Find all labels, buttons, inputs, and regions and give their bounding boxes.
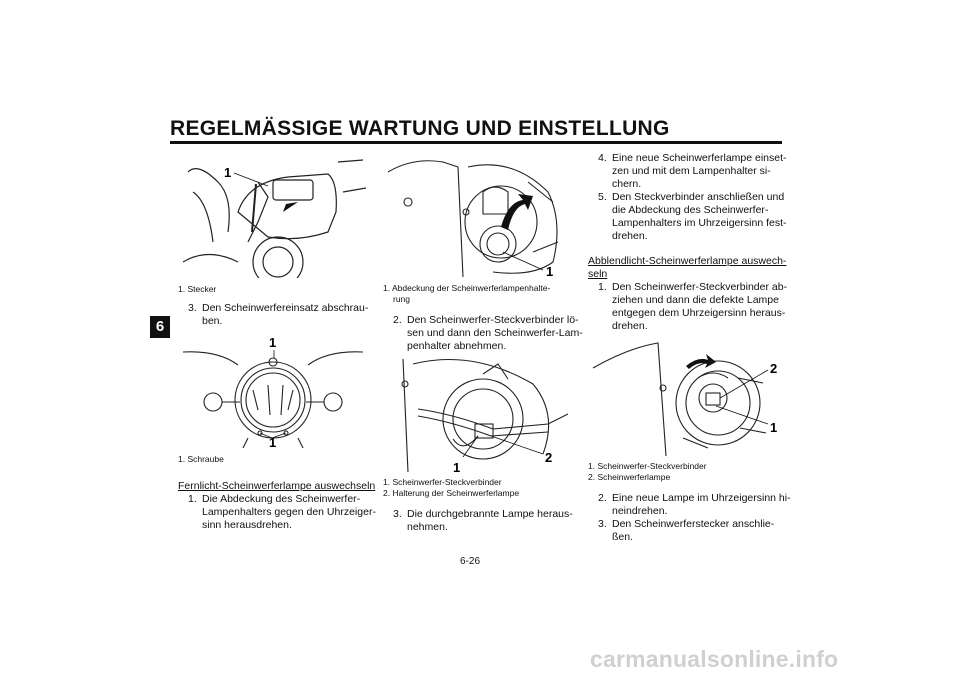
figure-bulb-holder-cover: 1	[383, 152, 575, 278]
step-1-remove-defective-bulb: 1.Den Scheinwerfer-Steckverbinder ab- zi…	[598, 281, 788, 332]
chapter-tab: 6	[150, 316, 170, 338]
callout-1: 1	[224, 165, 231, 180]
callout-1-bottom: 1	[269, 435, 276, 448]
figure-connector-holder: 1 2	[383, 354, 575, 472]
page-title: REGELMÄSSIGE WARTUNG UND EINSTELLUNG	[170, 117, 670, 140]
step-2-screw-in-new-bulb: 2.Eine neue Lampe im Uhrzeigersinn hi- n…	[598, 492, 791, 517]
connector-holder-illustration: 1 2	[401, 358, 569, 472]
step-text: Den Steckverbinder anschließen und die A…	[612, 191, 787, 242]
bulb-cover-illustration: 1	[387, 160, 559, 278]
watermark: carmanualsonline.info	[590, 646, 839, 672]
figure-caption: 1. Abdeckung der Scheinwerferlampenhalte…	[383, 283, 551, 304]
callout-2: 2	[545, 450, 552, 465]
section-heading-high-beam: Fernlicht-Scheinwerferlampe auswechseln	[178, 480, 376, 492]
figure-connector: 1	[178, 152, 368, 278]
step-text: Den Scheinwerfer-Steckverbinder lö- sen …	[407, 314, 583, 352]
page-number: 6-26	[460, 556, 481, 567]
step-3-unscrew-insert: 3.Den Scheinwerfereinsatz abschrau- ben.	[188, 302, 369, 327]
connector-illustration: 1	[182, 159, 367, 278]
step-1-remove-cover: 1.Die Abdeckung des Scheinwerfer- Lampen…	[188, 493, 376, 531]
title-rule	[170, 141, 782, 144]
step-text: Die Abdeckung des Scheinwerfer- Lampenha…	[202, 493, 376, 531]
callout-1: 1	[546, 264, 553, 278]
figure-caption: 1. Stecker	[178, 284, 217, 294]
step-text: Den Scheinwerfereinsatz abschrau- ben.	[202, 302, 369, 327]
low-beam-illustration: 2 1	[592, 342, 777, 456]
figure-screws: 1 1	[178, 330, 368, 448]
step-text: Den Scheinwerferstecker anschlie- ßen.	[612, 518, 775, 543]
callout-1: 1	[770, 420, 777, 435]
figure-caption: 1. Scheinwerfer-Steckverbinder 2. Halter…	[383, 477, 520, 498]
step-text: Die durchgebrannte Lampe heraus- nehmen.	[407, 508, 573, 533]
figure-low-beam: 2 1	[588, 338, 780, 456]
headlight-front-illustration: 1 1	[182, 335, 364, 448]
step-3-remove-bulb: 3.Die durchgebrannte Lampe heraus- nehme…	[393, 508, 573, 533]
step-text: Eine neue Scheinwerferlampe einset- zen …	[612, 152, 787, 190]
step-text: Den Scheinwerfer-Steckverbinder ab- zieh…	[612, 281, 788, 332]
callout-2: 2	[770, 361, 777, 376]
callout-1-top: 1	[269, 335, 276, 350]
step-3-connect-plug: 3.Den Scheinwerferstecker anschlie- ßen.	[598, 518, 775, 543]
step-5-reconnect: 5.Den Steckverbinder anschließen und die…	[598, 191, 787, 242]
step-text: Eine neue Lampe im Uhrzeigersinn hi- nei…	[612, 492, 791, 517]
callout-1: 1	[453, 460, 460, 472]
section-heading-low-beam: Abblendlicht-Scheinwerferlampe auswech- …	[588, 255, 787, 280]
step-4-insert-new-bulb: 4.Eine neue Scheinwerferlampe einset- ze…	[598, 152, 787, 190]
figure-caption: 1. Schraube	[178, 454, 224, 464]
step-2-disconnect-connector: 2.Den Scheinwerfer-Steckverbinder lö- se…	[393, 314, 583, 352]
figure-caption: 1. Scheinwerfer-Steckverbinder 2. Schein…	[588, 461, 707, 482]
